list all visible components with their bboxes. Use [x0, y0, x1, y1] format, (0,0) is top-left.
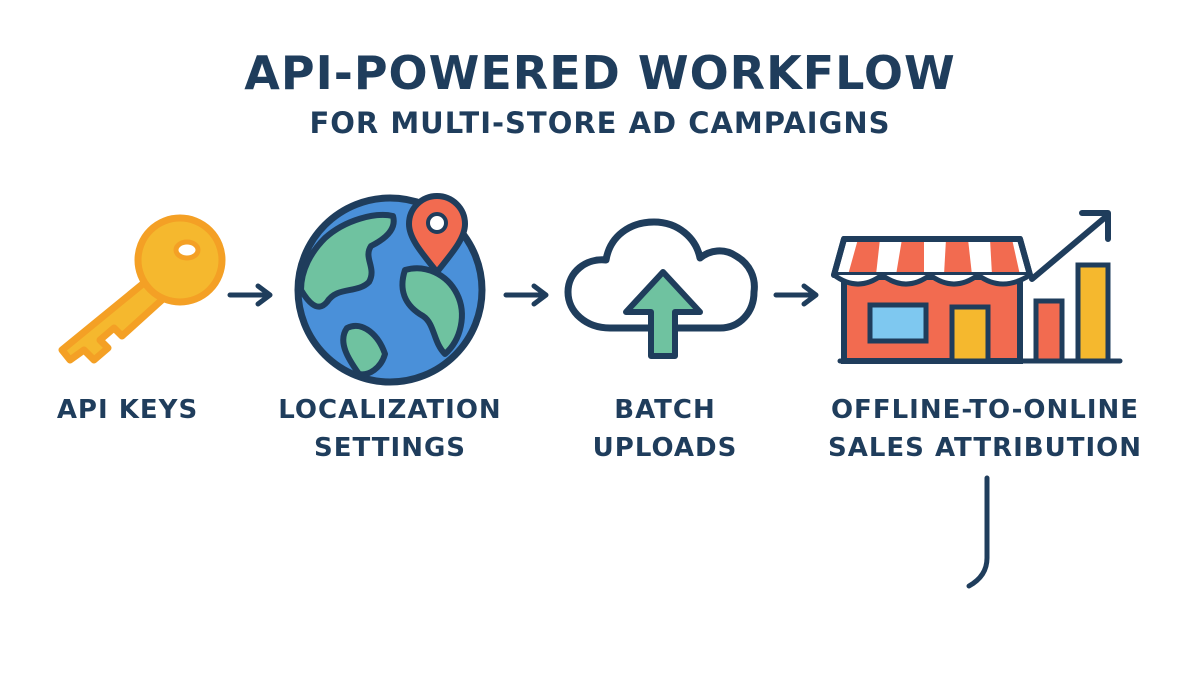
globe-pin-icon	[294, 193, 486, 386]
step-label-sales-attribution: OFFLINE-TO-ONLINE SALES ATTRIBUTION	[795, 391, 1175, 467]
location-pin-icon	[406, 193, 468, 275]
step-label-line: BATCH	[614, 395, 716, 425]
step-label-batch-uploads: BATCH UPLOADS	[555, 391, 775, 467]
arrow-right-icon-3	[773, 283, 819, 307]
connector-line	[966, 475, 990, 589]
step-label-line: API KEYS	[56, 395, 199, 425]
diagram-title: API-POWERED WORKFLOW	[244, 46, 956, 100]
step-label-localization-settings: LOCALIZATION SETTINGS	[255, 391, 525, 467]
diagram-subtitle: FOR MULTI-STORE AD CAMPAIGNS	[309, 106, 891, 140]
bar-chart-icon	[837, 262, 1123, 364]
storefront-icon	[831, 236, 1033, 364]
trend-arrow-icon	[1029, 210, 1111, 282]
arrow-right-icon-1	[227, 283, 273, 307]
cloud-upload-icon	[564, 218, 758, 359]
step-label-line: LOCALIZATION	[278, 395, 502, 425]
arrow-right-icon-2	[503, 283, 549, 307]
store-chart-icon	[831, 210, 1123, 364]
step-label-api-keys: API KEYS	[20, 391, 235, 429]
step-label-line: SALES ATTRIBUTION	[827, 433, 1143, 463]
step-label-line: OFFLINE-TO-ONLINE	[830, 395, 1140, 425]
key-icon	[58, 214, 226, 364]
step-label-line: SETTINGS	[313, 433, 467, 463]
step-label-line: UPLOADS	[592, 433, 738, 463]
